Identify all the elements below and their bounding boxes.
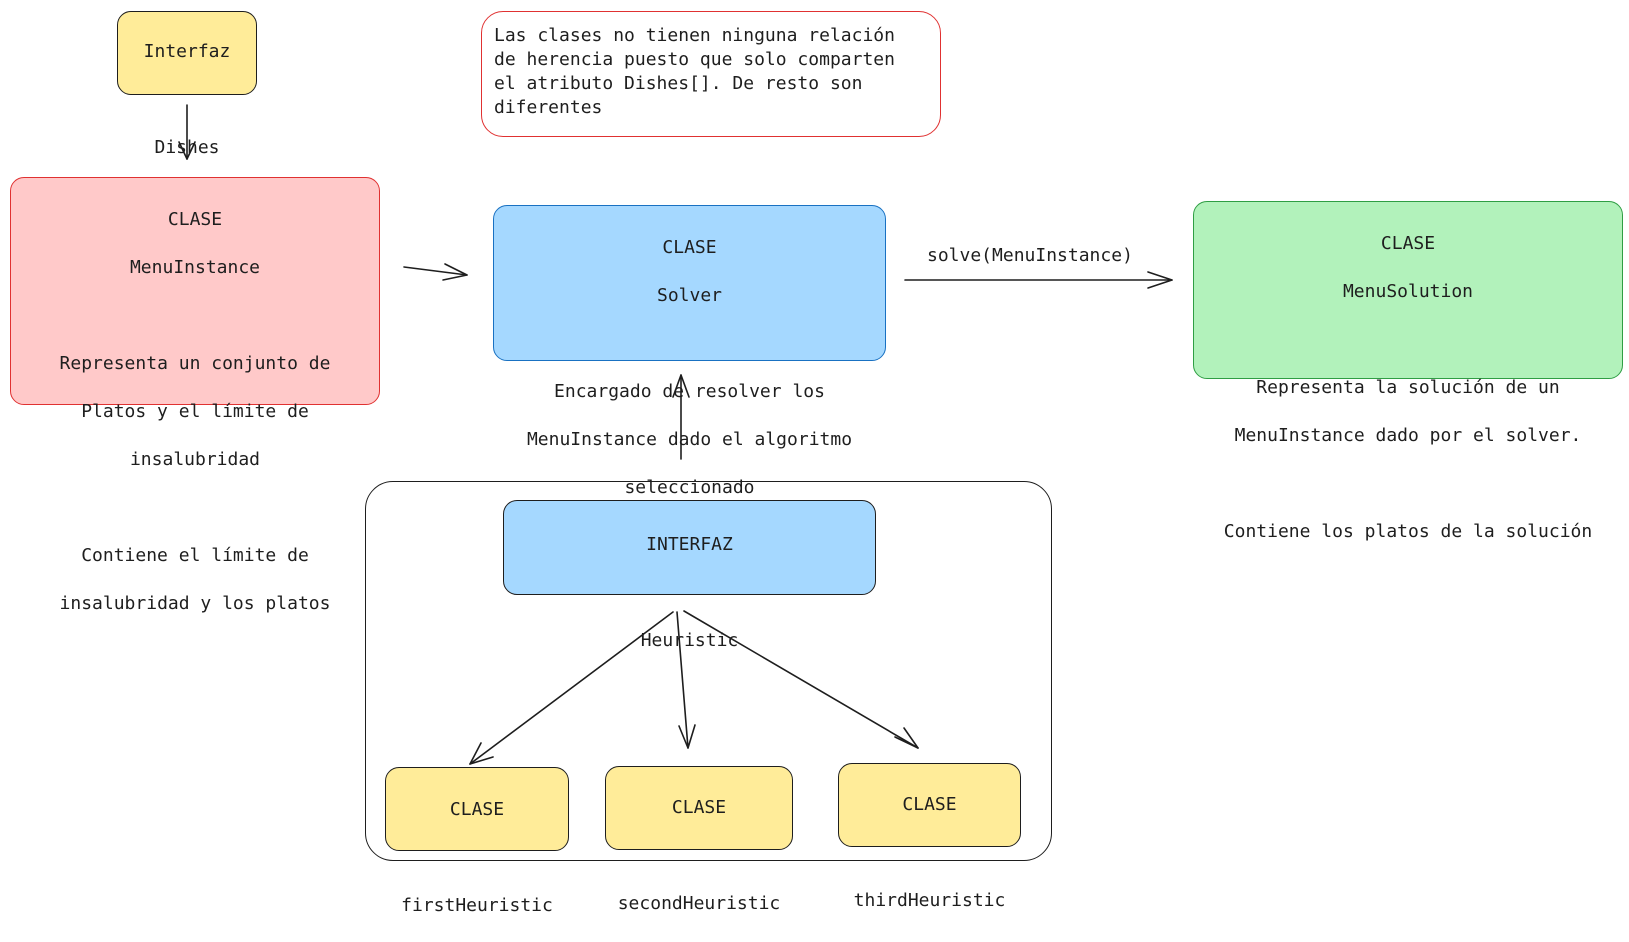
note-line: diferentes (494, 97, 603, 118)
node-line (11, 304, 379, 328)
node-line: CLASE (167, 209, 223, 230)
node-line: MenuInstance dado el algoritmo (526, 429, 853, 450)
node-line: seleccionado (624, 477, 755, 498)
third-heuristic-node[interactable]: CLASE thirdHeuristic (838, 763, 1021, 911)
solve-edge-label: solve(MenuInstance) (927, 245, 1133, 266)
node-line: insalubridad (129, 449, 261, 470)
node-line: CLASE (662, 237, 717, 258)
diagram-canvas: Interfaz Dishes CLASE MenuInstance Repre… (10, 11, 1623, 916)
node-line: Dishes (154, 137, 220, 158)
node-line (1194, 328, 1622, 352)
first-heuristic-node[interactable]: CLASE firstHeuristic (385, 767, 569, 916)
inheritance-note[interactable]: Las clases no tienen ninguna relación de… (481, 11, 941, 137)
node-line: Contiene el límite de (81, 545, 309, 566)
node-line: MenuSolution (1342, 281, 1474, 302)
node-line (504, 581, 875, 605)
note-line: de herencia puesto que solo comparten (494, 49, 895, 70)
node-line: insalubridad y los platos (59, 593, 331, 614)
node-line: Representa un conjunto de (59, 353, 331, 374)
heuristic-interface-node[interactable]: INTERFAZ Heuristic (503, 500, 876, 651)
node-line: CLASE (1380, 233, 1436, 254)
node-line: Platos y el límite de (81, 401, 309, 422)
node-line: MenuInstance (129, 257, 261, 278)
node-line: Representa la solución de un (1256, 377, 1560, 398)
node-line (494, 332, 885, 356)
node-line: thirdHeuristic (853, 890, 1006, 911)
heuristics-group-frame[interactable] (365, 481, 1052, 861)
node-line (1194, 472, 1622, 496)
node-line (839, 841, 1020, 865)
dishes-interface-node[interactable]: Interfaz Dishes (117, 11, 257, 158)
node-line: Contiene los platos de la solución (1223, 521, 1593, 542)
note-line: Las clases no tienen ninguna relación (494, 25, 895, 46)
node-line: CLASE (902, 794, 957, 815)
node-line: CLASE (449, 799, 505, 820)
node-line: INTERFAZ (646, 534, 733, 555)
node-line: Encargado de resolver los (554, 381, 825, 402)
note-line: el atributo Dishes[]. De resto son (494, 73, 863, 94)
node-line: Interfaz (143, 41, 231, 62)
node-line: MenuInstance dado por el solver. (1234, 425, 1582, 446)
node-line: CLASE (671, 797, 727, 818)
second-heuristic-node[interactable]: CLASE secondHeuristic (605, 766, 793, 914)
node-line: Heuristic (640, 630, 739, 651)
solver-node[interactable]: CLASE Solver Encargado de resolver los M… (493, 205, 886, 498)
arrow-solver-to-menu-solution (904, 271, 1173, 289)
node-line (606, 844, 792, 868)
node-line (118, 88, 256, 112)
node-line: firstHeuristic (401, 895, 553, 916)
node-line (11, 496, 379, 520)
arrow-menu-instance-to-solver (403, 263, 468, 281)
menu-instance-node[interactable]: CLASE MenuInstance Representa un conjunt… (10, 177, 380, 614)
node-line (386, 846, 568, 870)
node-line: Solver (656, 285, 723, 306)
node-line: secondHeuristic (617, 893, 781, 914)
menu-solution-node[interactable]: CLASE MenuSolution Representa la solució… (1193, 201, 1623, 542)
